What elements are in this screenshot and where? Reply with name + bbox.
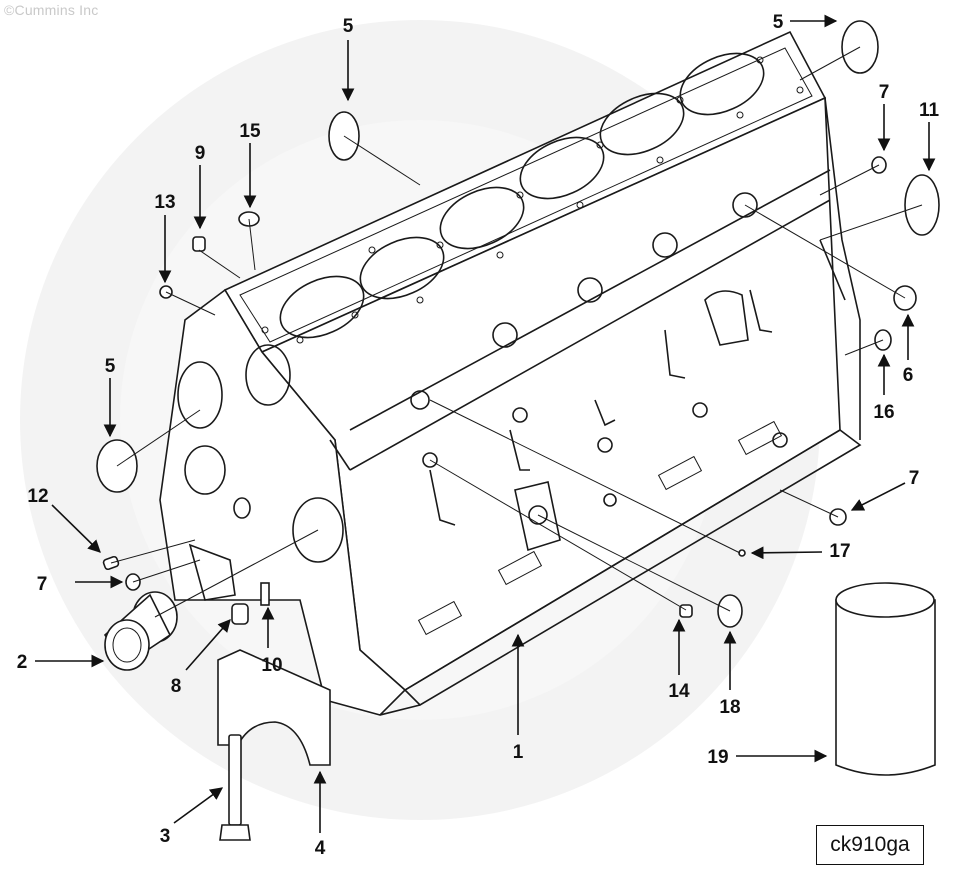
leader-lines <box>35 14 936 833</box>
callout-7-side: 7 <box>909 468 920 489</box>
callout-9: 9 <box>195 143 206 164</box>
callout-10: 10 <box>261 655 282 676</box>
dowel-bearing <box>231 603 249 625</box>
deck-bolt-holes <box>261 56 804 344</box>
loose-parts <box>96 20 940 841</box>
callout-14: 14 <box>668 681 690 702</box>
callout-16: 16 <box>873 402 894 423</box>
front-face-openings <box>177 344 344 601</box>
bolt-small <box>260 582 270 606</box>
rear-boss <box>704 290 749 346</box>
callout-18: 18 <box>719 697 740 718</box>
callout-19: 19 <box>707 747 728 768</box>
callout-5-top: 5 <box>343 16 354 37</box>
callout-12: 12 <box>27 486 48 507</box>
callout-6: 6 <box>903 365 914 386</box>
callout-7-upper: 7 <box>879 82 890 103</box>
cylinder-block <box>159 30 862 716</box>
copyright-text: ©Cummins Inc <box>4 2 99 18</box>
callout-17: 17 <box>829 541 850 562</box>
callout-2: 2 <box>17 652 28 673</box>
callout-15: 15 <box>239 121 261 142</box>
callout-4: 4 <box>315 838 326 859</box>
side-bosses <box>410 192 788 507</box>
callout-1: 1 <box>513 742 524 763</box>
side-ribs <box>417 289 783 636</box>
cylinder-liner <box>835 582 936 776</box>
callout-11: 11 <box>919 100 940 121</box>
reference-code-box: ck910ga <box>816 825 924 865</box>
callout-3: 3 <box>160 826 171 847</box>
cylinder-bores <box>279 52 765 339</box>
mount-flange <box>514 481 561 552</box>
main-bearing-cap <box>217 649 331 766</box>
reference-code: ck910ga <box>830 833 910 856</box>
camshaft-bushing <box>103 591 178 671</box>
callout-5-front: 5 <box>105 356 116 377</box>
callout-13: 13 <box>154 192 175 213</box>
main-bearing-capscrew <box>219 734 251 841</box>
callout-labels: 5 5 5 7 7 7 11 9 15 13 6 16 12 17 2 8 10… <box>17 12 940 859</box>
plug-lower <box>679 604 693 618</box>
callout-8: 8 <box>171 676 182 697</box>
dowel-pin <box>192 236 206 252</box>
callout-5-right: 5 <box>773 12 784 33</box>
callout-7-front: 7 <box>37 574 48 595</box>
